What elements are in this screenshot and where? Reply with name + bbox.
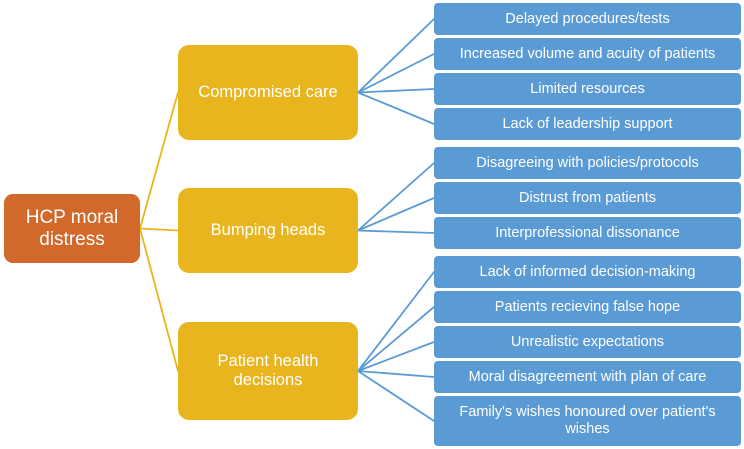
leaf-node-lack-of-leadership-support[interactable]: Lack of leadership support (434, 108, 741, 140)
root-node-hcp-moral-distress[interactable]: HCP moral distress (4, 194, 140, 263)
connector-branch-0-to-leaf-3 (357, 91, 435, 125)
connector-branch-2-to-leaf-4 (357, 370, 435, 422)
leaf-node-label: Increased volume and acuity of patients (459, 45, 716, 62)
leaf-node-increased-volume-acuity[interactable]: Increased volume and acuity of patients (434, 38, 741, 70)
connector-branch-2-to-leaf-1 (357, 306, 435, 372)
leaf-node-delayed-procedures-tests[interactable]: Delayed procedures/tests (434, 3, 741, 35)
connector-branch-2-to-leaf-3 (357, 370, 435, 378)
leaf-node-limited-resources[interactable]: Limited resources (434, 73, 741, 105)
connector-root-to-branch-2 (139, 227, 179, 372)
branch-node-label: Compromised care (198, 83, 338, 102)
connector-root-to-branch-0 (139, 91, 179, 230)
leaf-node-moral-disagreement-with-plan-of-care[interactable]: Moral disagreement with plan of care (434, 361, 741, 393)
leaf-node-label: Unrealistic expectations (510, 333, 665, 350)
connector-branch-1-to-leaf-2 (357, 229, 435, 234)
connector-branch-0-to-leaf-0 (357, 18, 435, 94)
leaf-node-label: Family's wishes honoured over patient's … (459, 404, 716, 437)
connector-branch-2-to-leaf-2 (357, 341, 435, 372)
leaf-node-label: Lack of informed decision-making (479, 263, 696, 280)
leaf-node-label: Limited resources (530, 80, 645, 97)
branch-node-bumping-heads[interactable]: Bumping heads (178, 188, 358, 273)
leaf-node-label: Distrust from patients (519, 189, 656, 206)
leaf-node-label: Lack of leadership support (502, 115, 673, 132)
leaf-node-label: Patients recieving false hope (494, 298, 681, 315)
connector-root-to-branch-1 (139, 227, 179, 232)
connector-branch-0-to-leaf-2 (357, 88, 435, 94)
leaf-node-patients-recieving-false-hope[interactable]: Patients recieving false hope (434, 291, 741, 323)
leaf-node-label: Moral disagreement with plan of care (468, 368, 707, 385)
branch-node-label: Patient health decisions (217, 352, 319, 389)
leaf-node-disagreeing-with-policies-protocols[interactable]: Disagreeing with policies/protocols (434, 147, 741, 179)
connector-branch-0-to-leaf-1 (357, 53, 435, 94)
leaf-node-distrust-from-patients[interactable]: Distrust from patients (434, 182, 741, 214)
leaf-node-lack-of-informed-decision-making[interactable]: Lack of informed decision-making (434, 256, 741, 288)
leaf-node-label: Delayed procedures/tests (505, 10, 670, 27)
leaf-node-label: Disagreeing with policies/protocols (476, 154, 699, 171)
leaf-node-interprofessional-dissonance[interactable]: Interprofessional dissonance (434, 217, 741, 249)
connector-branch-2-to-leaf-0 (357, 271, 435, 372)
connector-branch-1-to-leaf-0 (357, 162, 435, 232)
branch-node-label: Bumping heads (210, 221, 326, 240)
root-node-label: HCP moral distress (25, 206, 119, 250)
leaf-node-familys-wishes-honoured[interactable]: Family's wishes honoured over patient's … (434, 396, 741, 446)
connector-branch-1-to-leaf-1 (357, 197, 435, 232)
branch-node-compromised-care[interactable]: Compromised care (178, 45, 358, 140)
branch-node-patient-health-decisions[interactable]: Patient health decisions (178, 322, 358, 420)
leaf-node-unrealistic-expectations[interactable]: Unrealistic expectations (434, 326, 741, 358)
leaf-node-label: Interprofessional dissonance (495, 224, 680, 241)
